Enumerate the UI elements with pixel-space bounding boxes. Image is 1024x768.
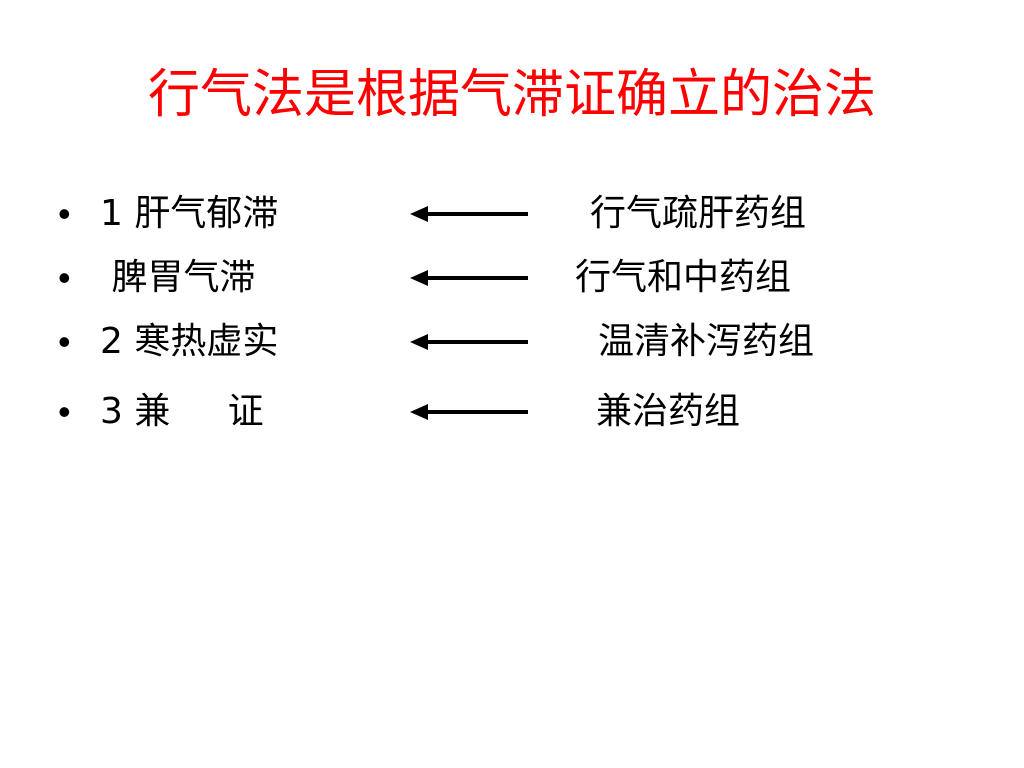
list-item: • 2 寒热虚实 温清补泻药组 [0, 310, 1024, 374]
cause-label: 3 兼 证 [100, 391, 264, 432]
left-arrow-icon [410, 334, 528, 350]
cause-label: 脾胃气滞 [100, 257, 256, 298]
left-arrow-icon [410, 404, 528, 420]
list-item: • 1 肝气郁滞 行气疏肝药组 [0, 182, 1024, 246]
bullet: • [58, 257, 71, 298]
list-item: • 3 兼 证 兼治药组 [0, 380, 1024, 444]
cause-label: 2 寒热虚实 [100, 321, 279, 362]
treatment-label: 行气疏肝药组 [590, 193, 807, 234]
treatment-label: 兼治药组 [596, 391, 741, 432]
bullet: • [58, 391, 71, 432]
bullet: • [58, 193, 71, 234]
cause-label: 1 肝气郁滞 [100, 193, 279, 234]
bullet: • [58, 321, 71, 362]
left-arrow-icon [410, 270, 528, 286]
slide-title: 行气法是根据气滞证确立的治法 [147, 65, 876, 125]
treatment-label: 温清补泻药组 [598, 321, 815, 362]
list-item: • 脾胃气滞 行气和中药组 [0, 246, 1024, 310]
treatment-label: 行气和中药组 [575, 257, 792, 298]
left-arrow-icon [410, 206, 528, 222]
